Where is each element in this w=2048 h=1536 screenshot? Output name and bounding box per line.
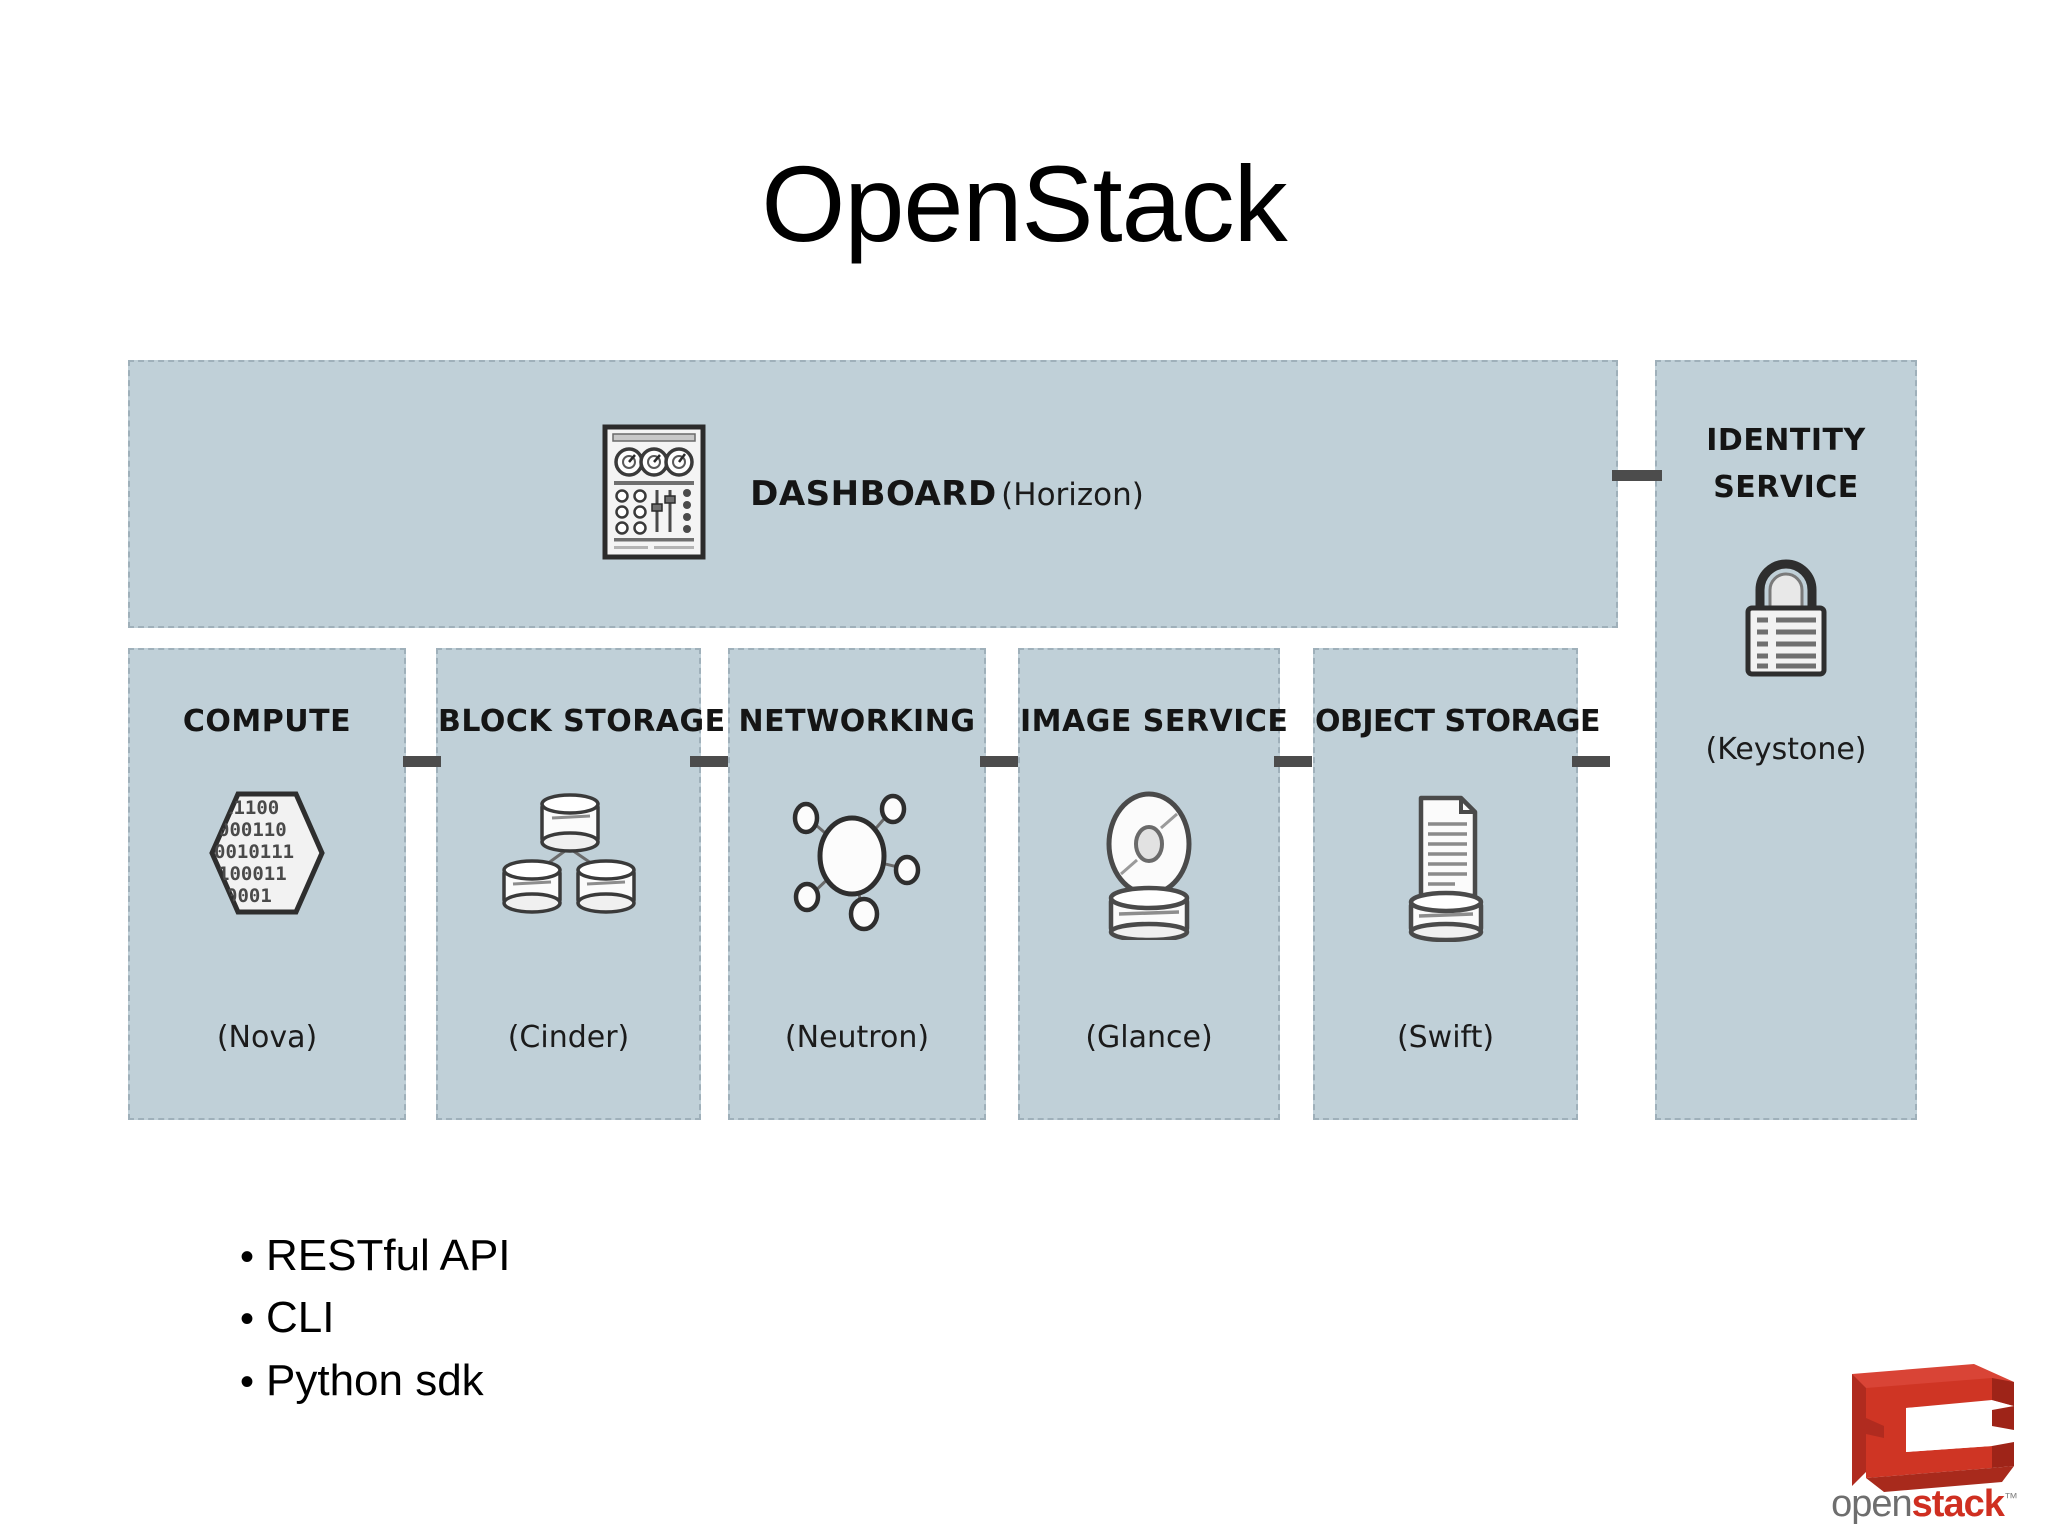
- identity-title-line2: SERVICE: [1713, 469, 1859, 505]
- panel-object-storage[interactable]: OBJECT STORAGE (Swift): [1313, 648, 1600, 1120]
- disk-cluster-icon: [494, 790, 644, 925]
- connector-image-object: [1274, 756, 1312, 767]
- compute-project: (Nova): [216, 1020, 318, 1055]
- image-service-project: (Glance): [1085, 1020, 1213, 1055]
- connector-object-identity: [1572, 756, 1610, 767]
- bullet-marker-icon: •: [240, 1235, 255, 1279]
- bullet-label: RESTful API: [266, 1231, 511, 1280]
- document-on-base-icon: [1391, 790, 1501, 947]
- panel-compute[interactable]: COMPUTE 11100 000110 0010111 100011 0001…: [128, 648, 406, 1120]
- openstack-architecture-diagram: DASHBOARD (Horizon) COMPUTE 11100 000110…: [128, 360, 1920, 1120]
- networking-title: NETWORKING: [738, 704, 976, 739]
- connector-dashboard-identity: [1612, 470, 1662, 481]
- connector-block-network: [690, 756, 728, 767]
- panel-dashboard[interactable]: DASHBOARD (Horizon): [128, 360, 1618, 628]
- bullet-label: CLI: [266, 1293, 335, 1343]
- disc-on-base-icon: [1089, 790, 1209, 945]
- svg-text:0010111: 0010111: [214, 841, 294, 863]
- block-storage-title: BLOCK STORAGE: [438, 704, 726, 739]
- dashboard-title: DASHBOARD: [750, 474, 997, 514]
- list-item: •RESTful API: [240, 1225, 511, 1287]
- logo-word-stack: stack: [1911, 1483, 2005, 1525]
- bullet-label: Python sdk: [266, 1355, 484, 1405]
- network-nodes-icon: [790, 790, 924, 937]
- feature-bullet-list: •RESTful API •CLI •Python sdk: [240, 1225, 511, 1412]
- page-title: OpenStack: [761, 143, 1287, 264]
- dashboard-project: (Horizon): [1001, 477, 1144, 513]
- openstack-wordmark: openstack™: [1824, 1483, 2024, 1526]
- openstack-logo: openstack™: [1824, 1360, 2024, 1530]
- panel-image-service[interactable]: IMAGE SERVICE (Glance): [1018, 648, 1289, 1120]
- identity-service-project: (Keystone): [1705, 732, 1867, 767]
- svg-text:100011: 100011: [218, 863, 287, 885]
- object-storage-project: (Swift): [1396, 1020, 1495, 1055]
- connector-compute-block: [403, 756, 441, 767]
- panel-block-storage[interactable]: BLOCK STORAGE: [436, 648, 726, 1120]
- trademark-symbol: ™: [2003, 1489, 2018, 1506]
- image-service-title: IMAGE SERVICE: [1020, 704, 1289, 739]
- binary-hexagon-icon: 11100 000110 0010111 100011 0001: [208, 790, 326, 921]
- panel-networking[interactable]: NETWORKING (Neutron): [728, 648, 986, 1120]
- svg-text:11100: 11100: [222, 797, 279, 819]
- networking-project: (Neutron): [784, 1020, 930, 1055]
- bullet-marker-icon: •: [240, 1359, 255, 1404]
- svg-text:000110: 000110: [218, 819, 287, 841]
- list-item: •Python sdk: [240, 1350, 511, 1412]
- identity-service-title: IDENTITY SERVICE: [1657, 418, 1915, 511]
- compute-title: COMPUTE: [182, 704, 352, 739]
- padlock-icon: [1732, 552, 1840, 685]
- panel-identity-service[interactable]: IDENTITY SERVICE: [1655, 360, 1917, 1120]
- svg-text:0001: 0001: [226, 885, 272, 907]
- object-storage-title: OBJECT STORAGE: [1315, 704, 1600, 739]
- list-item: •CLI: [240, 1287, 511, 1349]
- identity-title-line1: IDENTITY: [1706, 423, 1866, 458]
- connector-network-image: [980, 756, 1018, 767]
- logo-word-open: open: [1831, 1483, 1913, 1525]
- block-storage-project: (Cinder): [507, 1020, 630, 1055]
- bullet-marker-icon: •: [240, 1297, 255, 1342]
- openstack-logo-mark: [1852, 1364, 2014, 1492]
- control-panel-icon: [602, 424, 706, 565]
